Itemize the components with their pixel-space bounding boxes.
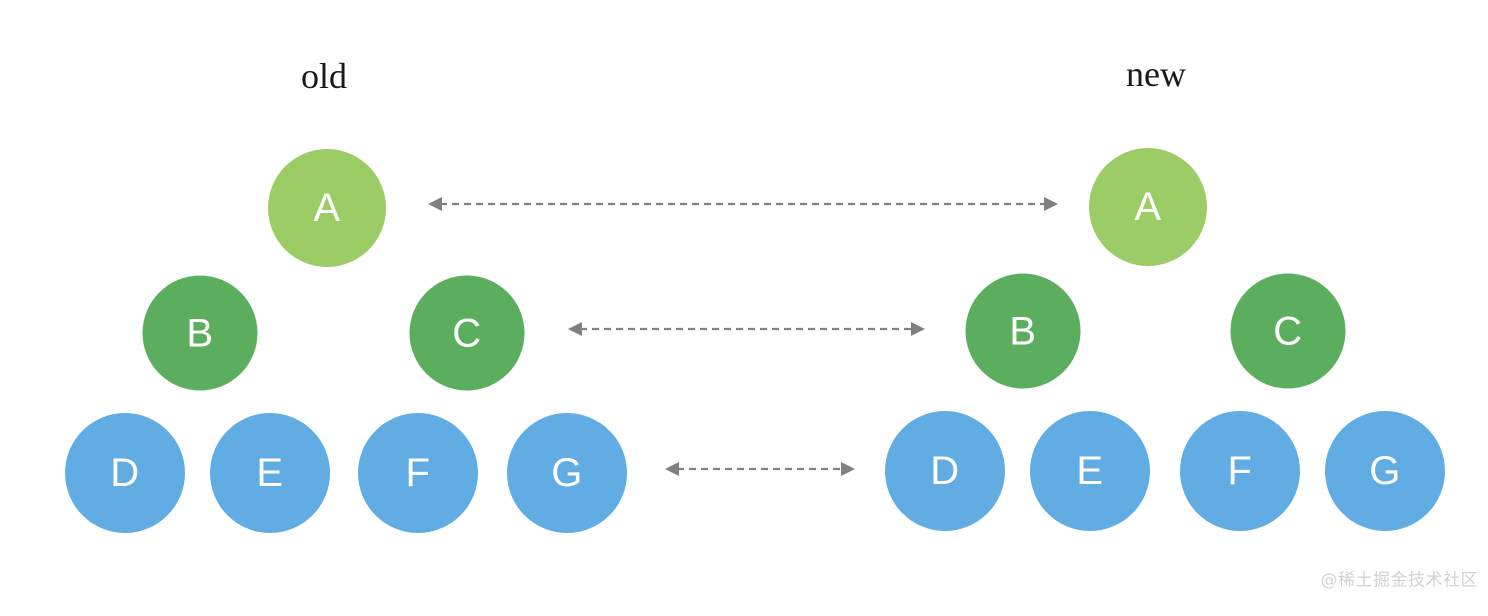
column-heading-new: new: [1126, 54, 1186, 94]
node-label: E: [1076, 449, 1104, 493]
node-new-e[interactable]: E: [1030, 411, 1150, 531]
watermark-text: @稀土掘金技术社区: [1320, 570, 1478, 591]
node-label: A: [1134, 185, 1162, 229]
node-label: G: [1369, 449, 1401, 493]
node-old-g[interactable]: G: [507, 413, 627, 533]
node-new-c[interactable]: C: [1230, 273, 1346, 389]
node-label: D: [110, 451, 140, 495]
node-label: F: [405, 451, 431, 495]
node-new-a[interactable]: A: [1089, 148, 1207, 266]
node-old-f[interactable]: F: [358, 413, 478, 533]
node-new-b[interactable]: B: [965, 273, 1081, 389]
node-new-g[interactable]: G: [1325, 411, 1445, 531]
column-heading-old: old: [300, 56, 348, 96]
node-label: B: [1009, 309, 1037, 353]
node-label: A: [313, 186, 341, 230]
comparison-arrow-level-a: [428, 192, 1058, 216]
comparison-arrow-level-c: [665, 457, 855, 481]
node-old-e[interactable]: E: [210, 413, 330, 533]
node-label: D: [930, 449, 960, 493]
comparison-arrow-level-b: [568, 317, 925, 341]
node-new-d[interactable]: D: [885, 411, 1005, 531]
node-old-a[interactable]: A: [268, 149, 386, 267]
node-old-c[interactable]: C: [409, 275, 525, 391]
node-label: B: [186, 311, 214, 355]
node-label: E: [256, 451, 284, 495]
node-old-d[interactable]: D: [65, 413, 185, 533]
node-label: C: [1273, 309, 1303, 353]
node-new-f[interactable]: F: [1180, 411, 1300, 531]
node-label: G: [551, 451, 583, 495]
node-label: C: [452, 311, 482, 355]
node-label: F: [1227, 449, 1253, 493]
node-old-b[interactable]: B: [142, 275, 258, 391]
